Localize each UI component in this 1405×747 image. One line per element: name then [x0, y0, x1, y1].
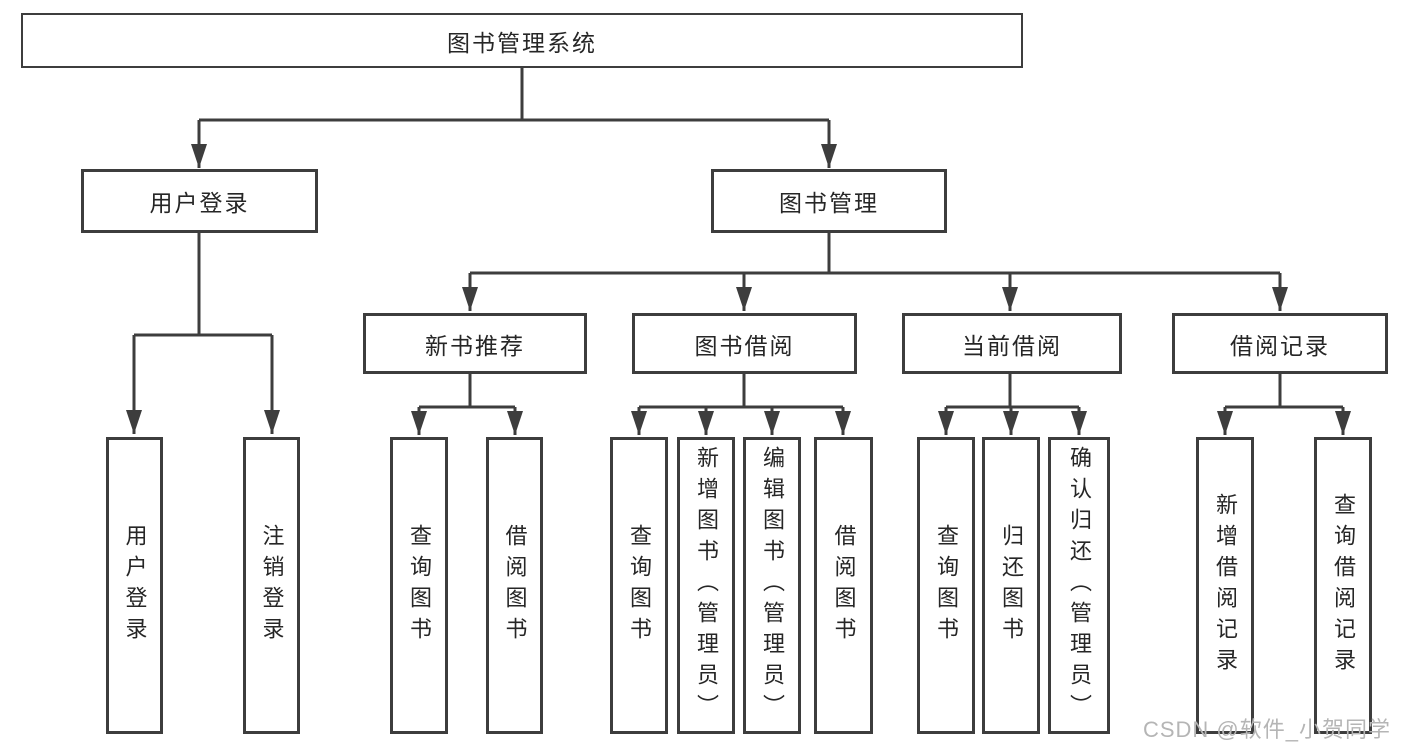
leaf-user-login-label: 用户登录 — [122, 523, 148, 648]
leaf-current-query-label: 查询图书 — [934, 523, 959, 648]
leaf-borrow-edit: 编辑图书（管理员） — [743, 437, 801, 734]
watermark: CSDN @软件_小贺同学 — [1142, 717, 1391, 742]
leaf-current-return: 归还图书 — [982, 437, 1040, 734]
leaf-logout-label: 注销登录 — [259, 523, 285, 648]
leaf-current-confirm: 确认归还（管理员） — [1048, 437, 1110, 734]
leaf-newbook-borrow: 借阅图书 — [486, 437, 543, 734]
leaf-newbook-borrow-label: 借阅图书 — [502, 523, 528, 648]
node-borrow-records: 借阅记录 — [1172, 313, 1388, 374]
leaf-current-return-label: 归还图书 — [999, 523, 1024, 648]
node-current-borrow: 当前借阅 — [902, 313, 1122, 374]
node-user-login-label: 用户登录 — [149, 190, 250, 216]
leaf-borrow-borrow-label: 借阅图书 — [831, 523, 857, 648]
node-book-borrow: 图书借阅 — [632, 313, 857, 374]
leaf-records-query: 查询借阅记录 — [1314, 437, 1372, 734]
node-user-login: 用户登录 — [81, 169, 318, 233]
node-new-book: 新书推荐 — [363, 313, 587, 374]
leaf-borrow-add-label: 新增图书（管理员） — [694, 446, 719, 725]
leaf-borrow-query: 查询图书 — [610, 437, 668, 734]
leaf-logout: 注销登录 — [243, 437, 300, 734]
leaf-records-add-label: 新增借阅记录 — [1213, 492, 1238, 679]
node-borrow-records-label: 借阅记录 — [1230, 332, 1330, 359]
node-root: 图书管理系统 — [21, 13, 1023, 68]
leaf-current-query: 查询图书 — [917, 437, 975, 734]
node-current-borrow-label: 当前借阅 — [962, 332, 1062, 359]
leaf-newbook-query: 查询图书 — [390, 437, 448, 734]
node-book-mgmt: 图书管理 — [711, 169, 947, 233]
leaf-records-query-label: 查询借阅记录 — [1331, 492, 1356, 679]
leaf-user-login: 用户登录 — [106, 437, 163, 734]
node-book-mgmt-label: 图书管理 — [779, 190, 879, 216]
leaf-current-confirm-label: 确认归还（管理员） — [1067, 446, 1092, 725]
node-root-label: 图书管理系统 — [447, 29, 597, 56]
connector-paths — [126, 67, 1351, 435]
leaf-borrow-borrow: 借阅图书 — [814, 437, 873, 734]
node-new-book-label: 新书推荐 — [425, 332, 525, 359]
leaf-borrow-query-label: 查询图书 — [627, 523, 652, 648]
leaf-borrow-edit-label: 编辑图书（管理员） — [760, 446, 785, 725]
leaf-borrow-add: 新增图书（管理员） — [677, 437, 735, 734]
leaf-newbook-query-label: 查询图书 — [407, 523, 432, 648]
node-book-borrow-label: 图书借阅 — [694, 332, 795, 359]
leaf-records-add: 新增借阅记录 — [1196, 437, 1254, 734]
